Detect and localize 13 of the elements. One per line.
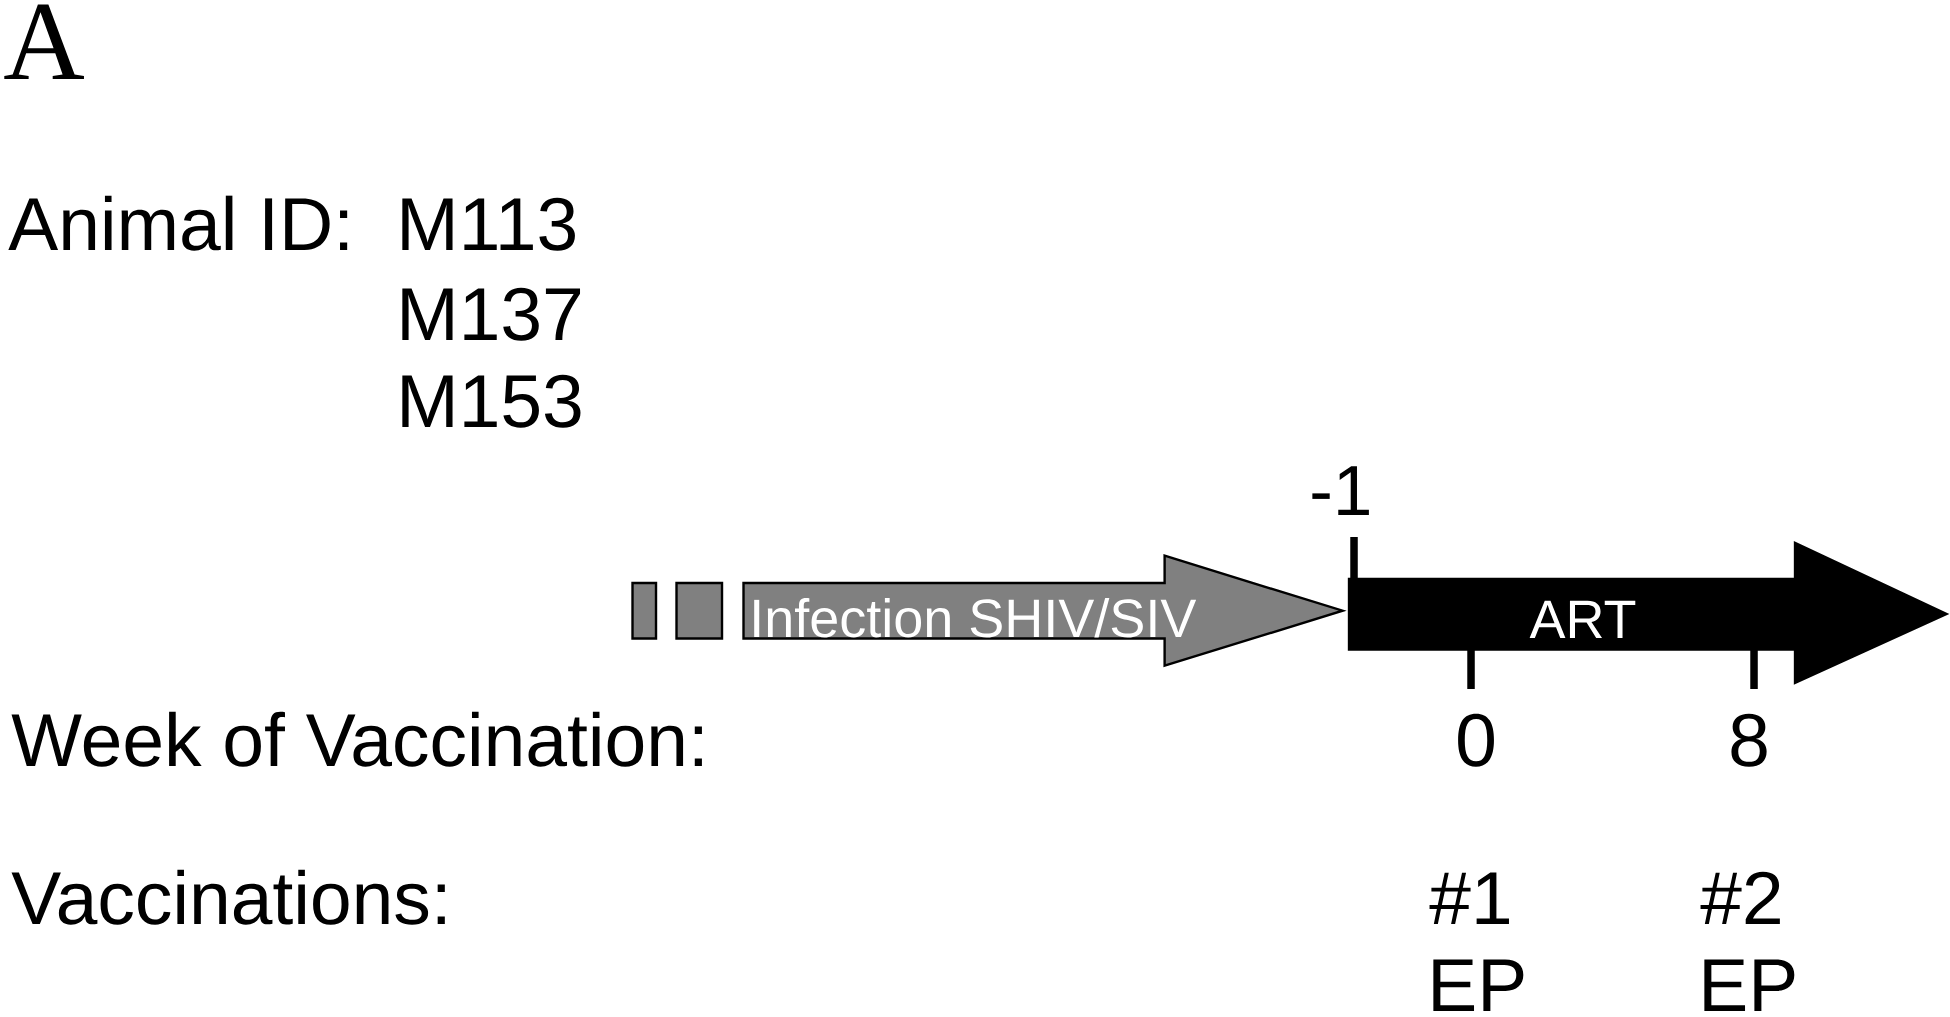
animal-id: M113 (402, 197, 575, 251)
vaccination-number: #2 (1700, 871, 1780, 924)
animal-id: M137 (402, 287, 580, 341)
week-number: -1 (1312, 466, 1369, 515)
week-number: 0 (1458, 713, 1494, 767)
method-label: EP (1433, 959, 1524, 1011)
method-label: EP (1704, 959, 1795, 1011)
row-label: Vaccinations: (11, 869, 445, 925)
panel-letter: A (4, 4, 84, 79)
animal-id: M153 (402, 374, 581, 428)
row-label: Animal ID: (8, 195, 348, 251)
vaccination-number: #1 (1429, 872, 1509, 924)
row-label: Week of Vaccination: (11, 711, 702, 767)
